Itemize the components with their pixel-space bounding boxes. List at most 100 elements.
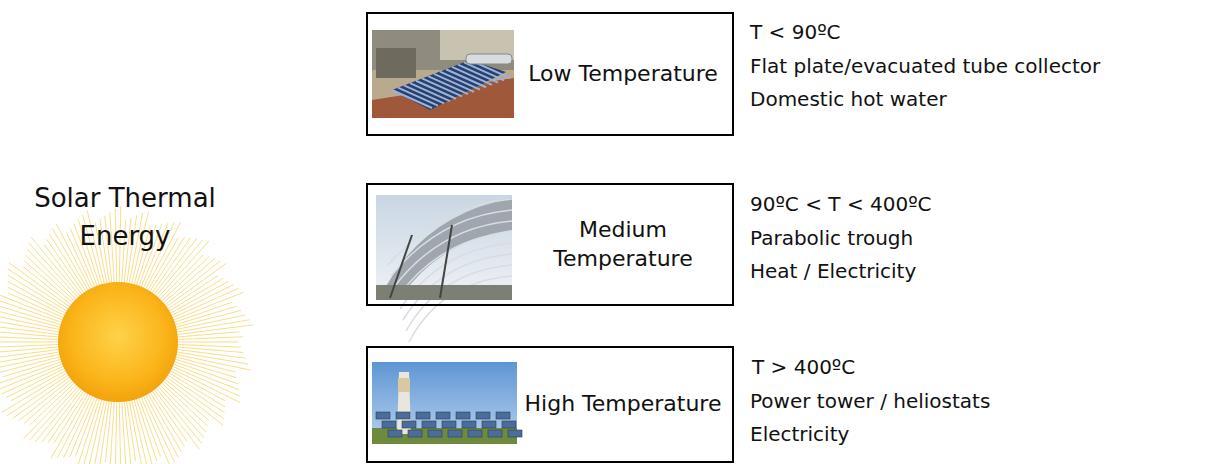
temperature-box: Medium Temperature — [366, 183, 734, 306]
ray — [168, 278, 224, 312]
tube — [410, 83, 450, 101]
ray — [0, 319, 61, 332]
ray — [42, 388, 83, 442]
heliostat — [396, 412, 410, 419]
tube — [464, 62, 504, 80]
heliostat — [436, 412, 450, 419]
ray — [13, 376, 71, 418]
heliostat — [508, 430, 522, 437]
ray — [162, 258, 215, 304]
ray — [7, 374, 69, 416]
ray — [159, 255, 204, 301]
temperature-range: T > 400ºC — [752, 355, 855, 379]
ray — [170, 368, 240, 403]
ray — [27, 249, 77, 300]
ray — [0, 347, 60, 353]
heliostat — [456, 412, 470, 419]
box-title: High Temperature — [518, 390, 728, 419]
tube — [458, 65, 498, 83]
box-title: Low Temperature — [518, 60, 728, 89]
tube — [434, 74, 474, 92]
technology-note: Flat plate/evacuated tube collector — [750, 54, 1100, 78]
heliostat — [462, 421, 476, 428]
heliostat — [382, 421, 396, 428]
ray — [165, 263, 226, 308]
mirror-row — [394, 221, 512, 287]
tube — [452, 67, 492, 85]
ray — [8, 269, 70, 310]
tube — [422, 78, 462, 96]
main-heading: Solar Thermal Energy — [6, 180, 244, 255]
application-note: Electricity — [750, 422, 849, 446]
heliostat — [482, 421, 496, 428]
sun — [58, 282, 178, 402]
ray — [162, 380, 209, 421]
ray — [76, 397, 100, 464]
ray — [110, 400, 115, 464]
heliostat — [416, 412, 430, 419]
collector-photo — [372, 30, 514, 118]
ray — [176, 332, 240, 337]
ray — [119, 400, 120, 464]
heliostat — [388, 430, 402, 437]
ray — [174, 359, 237, 378]
ray — [126, 399, 135, 460]
ray — [24, 380, 74, 423]
temperature-range: 90ºC < T < 400ºC — [750, 192, 932, 216]
application-note: Domestic hot water — [750, 87, 947, 111]
ray — [3, 359, 62, 377]
ray — [176, 344, 241, 347]
ray — [31, 237, 81, 297]
ray — [36, 387, 81, 442]
ray — [9, 263, 71, 308]
ray — [0, 363, 64, 390]
ray — [163, 261, 220, 306]
ray — [145, 393, 178, 457]
heliostat — [442, 421, 456, 428]
tube — [428, 76, 468, 94]
ray — [0, 344, 60, 347]
heliostat — [488, 430, 502, 437]
temperature-box: Low Temperature — [366, 12, 734, 136]
ray — [0, 337, 60, 340]
heliostat — [502, 421, 516, 428]
technology-note: Parabolic trough — [750, 226, 913, 250]
ray — [30, 385, 80, 440]
ray — [54, 391, 87, 443]
application-note: Heat / Electricity — [750, 259, 916, 283]
ray — [140, 395, 170, 464]
tube — [446, 69, 486, 87]
tube — [398, 88, 438, 106]
heliostat — [428, 430, 442, 437]
tube — [440, 72, 480, 90]
ray — [0, 356, 62, 372]
ray — [165, 376, 224, 419]
temperature-range: T < 90ºC — [750, 20, 841, 44]
ray — [30, 382, 76, 425]
ray — [25, 255, 75, 302]
tube — [404, 85, 444, 103]
heliostat — [402, 421, 416, 428]
technology-note: Power tower / heliostats — [750, 389, 990, 413]
ray — [176, 325, 253, 335]
ray — [172, 292, 244, 320]
ray — [174, 306, 237, 325]
ray — [0, 331, 60, 337]
ray — [122, 400, 126, 464]
heliostat — [468, 430, 482, 437]
ray — [18, 378, 72, 421]
heliostat — [448, 430, 462, 437]
ray — [153, 388, 200, 449]
temperature-box: High Temperature — [366, 346, 734, 463]
ray — [105, 400, 112, 463]
ray — [176, 347, 244, 353]
tube — [392, 90, 432, 108]
ray — [8, 275, 69, 312]
tower-photo — [372, 362, 522, 444]
heliostat — [496, 412, 510, 419]
ray — [51, 392, 89, 458]
ray — [176, 342, 238, 343]
ray — [29, 243, 79, 299]
heliostat — [408, 430, 422, 437]
trough-photo — [376, 195, 512, 342]
